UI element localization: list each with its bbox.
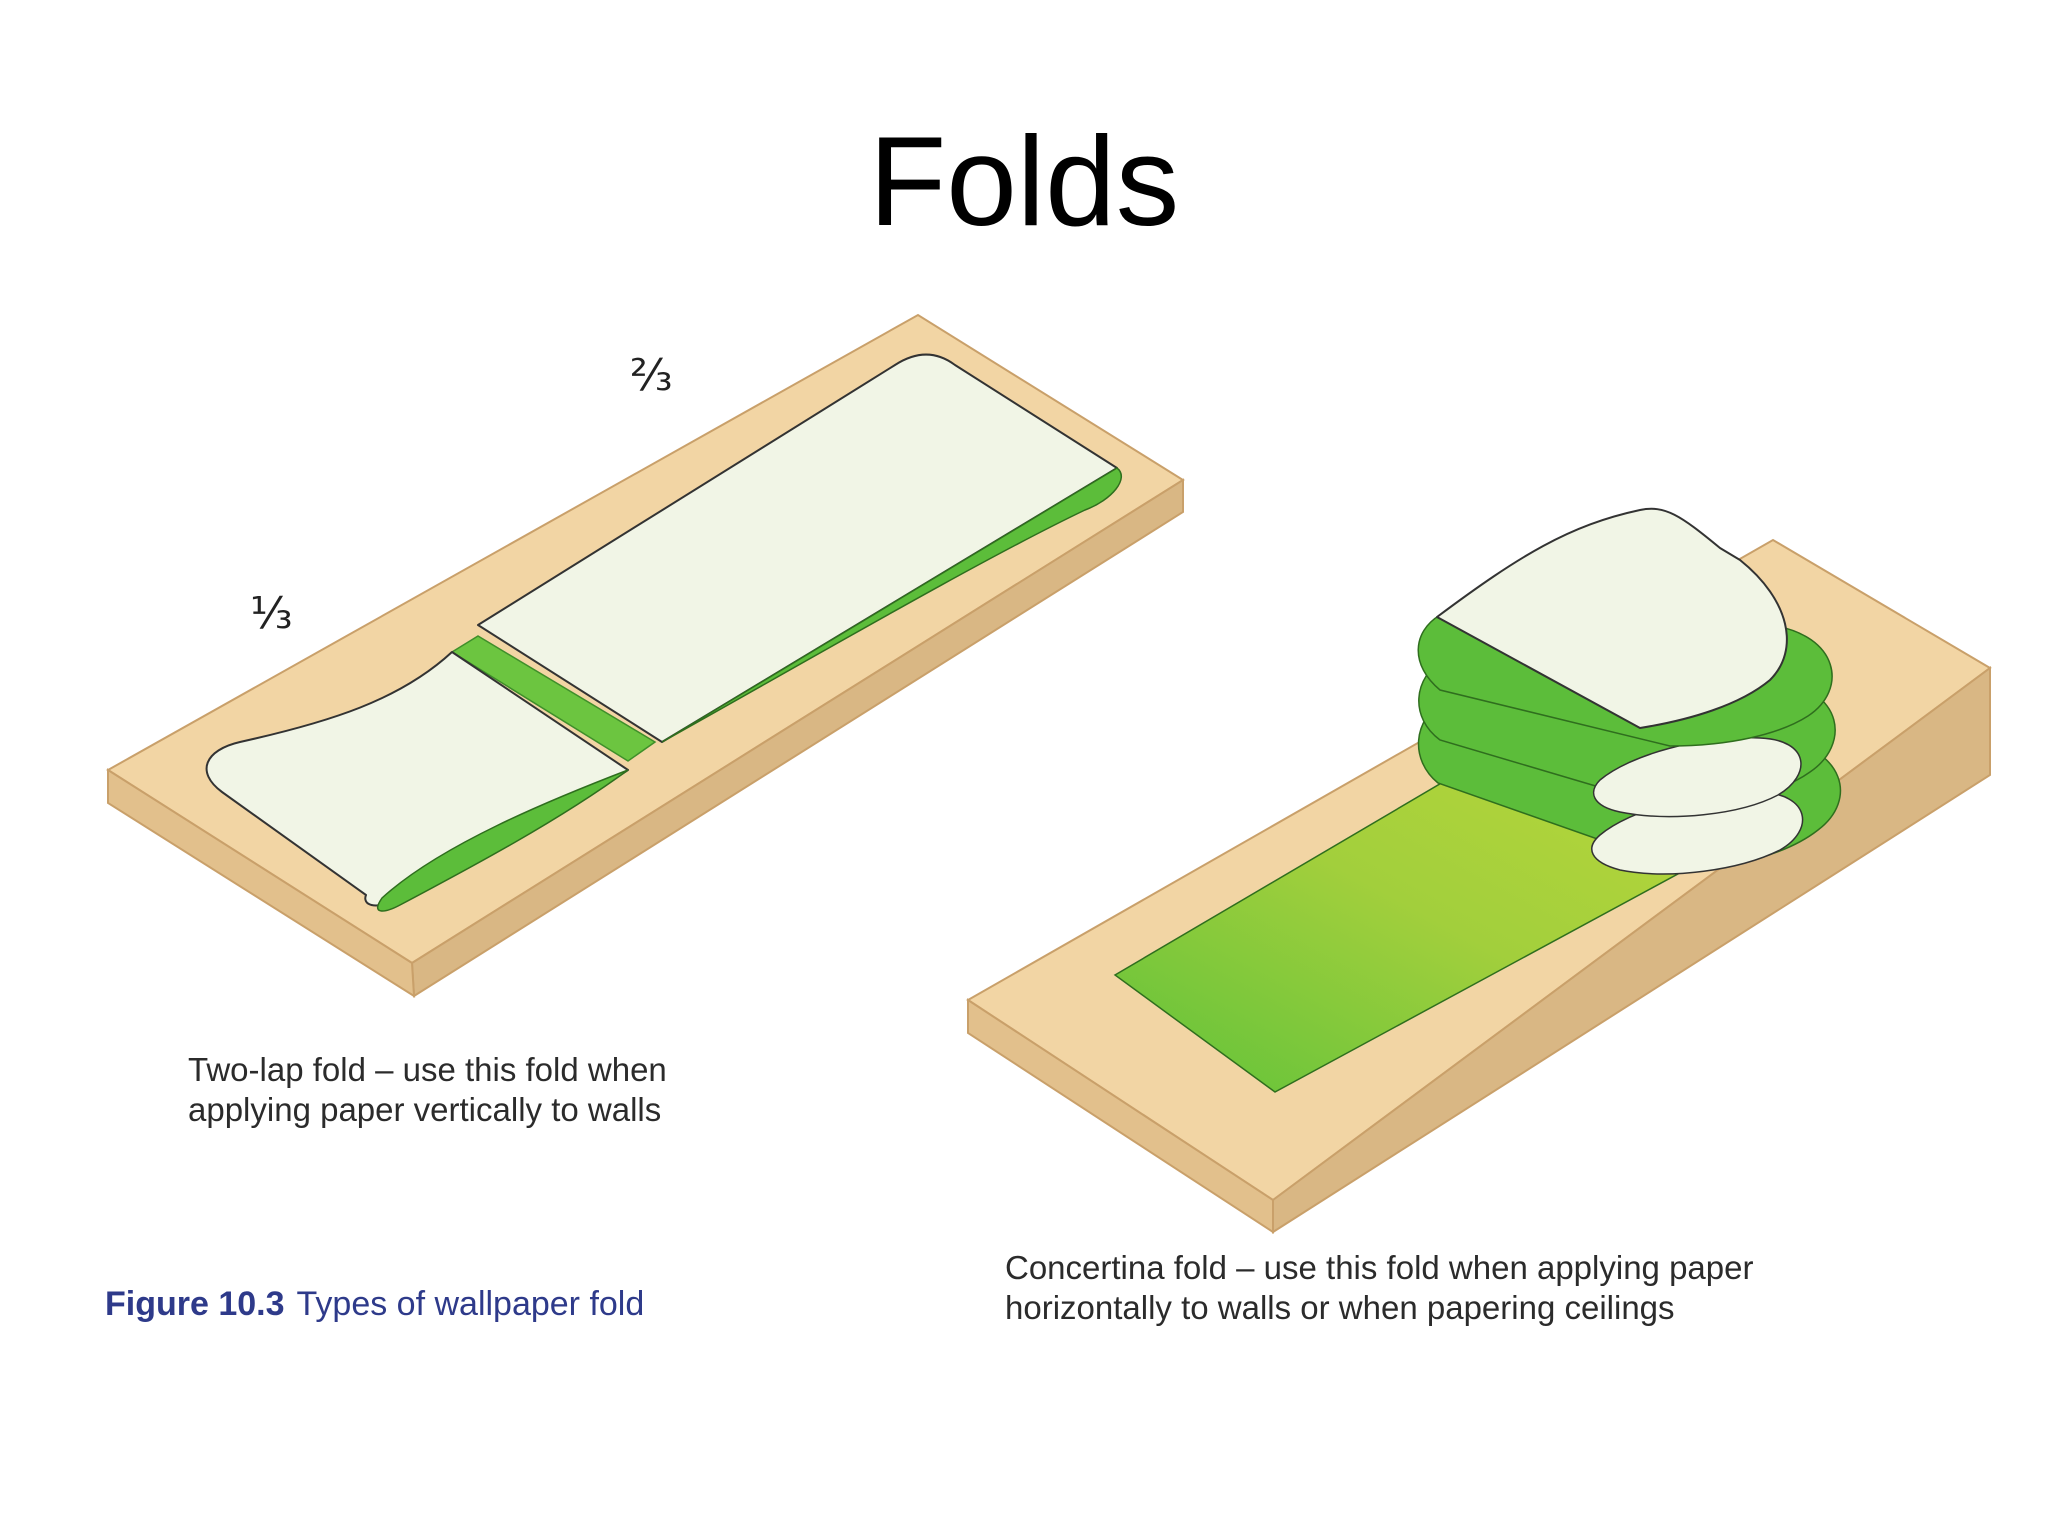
one-third-lap	[205, 651, 629, 912]
two-thirds-lap	[477, 353, 1123, 743]
one-third-label: ⅓	[250, 588, 293, 639]
concertina-caption-line2: horizontally to walls or when papering c…	[1005, 1289, 1675, 1326]
concertina-caption-line1: Concertina fold – use this fold when app…	[1005, 1249, 1754, 1286]
two-lap-caption: Two-lap fold – use this fold when applyi…	[188, 1050, 667, 1130]
figure-caption: Figure 10.3 Types of wallpaper fold	[105, 1285, 644, 1324]
two-lap-caption-line2: applying paper vertically to walls	[188, 1091, 662, 1128]
concertina-stack	[1417, 507, 1842, 875]
paste-strip	[450, 635, 657, 762]
figure-text: Types of wallpaper fold	[296, 1285, 645, 1323]
page-title: Folds	[868, 110, 1180, 252]
two-thirds-label: ⅔	[630, 350, 673, 401]
figure-number: Figure 10.3	[105, 1285, 285, 1323]
two-lap-caption-line1: Two-lap fold – use this fold when	[188, 1051, 667, 1088]
concertina-caption: Concertina fold – use this fold when app…	[1005, 1248, 1753, 1328]
